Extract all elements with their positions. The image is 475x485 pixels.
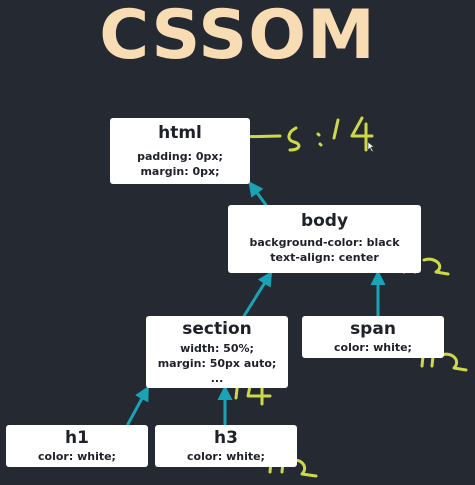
node-h3: h3 color: white;: [155, 425, 297, 467]
node-section-rule: ...: [210, 372, 224, 385]
pointer-cursor-icon: [367, 141, 375, 153]
diagram-title: CSSOM: [99, 0, 376, 75]
node-h3-name: h3: [214, 428, 238, 448]
node-section-rule: width: 50%;: [180, 342, 254, 355]
node-body-rule: background-color: black: [249, 236, 400, 249]
node-span-name: span: [350, 319, 396, 339]
node-section-name: section: [182, 319, 252, 339]
node-h3-rule: color: white;: [187, 450, 265, 463]
node-h1-rule: color: white;: [38, 450, 116, 463]
node-h1-name: h1: [65, 428, 89, 448]
node-html-rule: margin: 0px;: [140, 165, 220, 178]
node-section-rule: margin: 50px auto;: [157, 357, 277, 370]
node-html: html padding: 0px; margin: 0px;: [110, 118, 250, 184]
node-section: section width: 50%; margin: 50px auto; .…: [146, 316, 288, 388]
arrow-section-to-body: [242, 270, 273, 318]
node-body-rule: text-align: center: [270, 251, 379, 264]
node-body: body background-color: black text-align:…: [228, 205, 421, 273]
arrow-body-to-html: [248, 181, 268, 207]
node-span-rule: color: white;: [334, 341, 412, 354]
annotation-scribble-html: [232, 116, 374, 152]
node-body-name: body: [300, 211, 349, 231]
node-html-rule: padding: 0px;: [137, 150, 223, 163]
node-html-name: html: [158, 123, 202, 143]
node-h1: h1 color: white;: [6, 425, 148, 467]
node-span: span color: white;: [302, 316, 444, 358]
arrow-h1-to-section: [126, 385, 149, 426]
